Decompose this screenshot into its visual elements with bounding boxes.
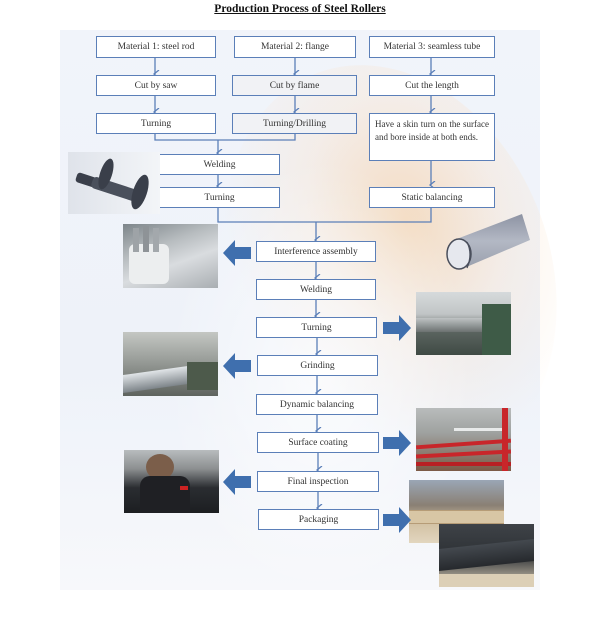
packaging-photo-2 [439,524,534,587]
step-welding-main: Welding [256,279,376,300]
step-cut-by-flame: Cut by flame [232,75,357,96]
step-turning-drilling: Turning/Drilling [232,113,357,134]
big-arrow-left-grinding [223,353,251,379]
interference-assembly-photo [123,224,218,288]
step-surface-coating: Surface coating [257,432,379,453]
step-turning-rod: Turning [96,113,216,134]
step-packaging: Packaging [258,509,379,530]
shaft-icon [75,158,149,210]
grinding-photo [123,332,218,396]
page-title: Production Process of Steel Rollers [214,3,386,15]
tube-render-image [440,210,530,272]
step-material-1: Material 1: steel rod [96,36,216,58]
step-grinding: Grinding [257,355,378,376]
turning-photo [416,292,511,355]
big-arrow-right-turning [383,315,411,341]
final-inspection-photo [124,450,219,513]
big-arrow-left-final-inspection [223,469,251,495]
step-cut-by-saw: Cut by saw [96,75,216,96]
big-arrow-left-interference [223,240,251,266]
step-skin-turn-bore: Have a skin turn on the surface and bore… [369,113,495,161]
step-material-3: Material 3: seamless tube [369,36,495,58]
surface-coating-photo [416,408,511,471]
step-static-balancing: Static balancing [369,187,495,208]
step-welding-shaft: Welding [159,154,280,175]
step-material-2: Material 2: flange [234,36,356,58]
step-turning-shaft: Turning [159,187,280,208]
step-turning-main: Turning [256,317,377,338]
step-final-inspection: Final inspection [257,471,379,492]
step-cut-the-length: Cut the length [369,75,495,96]
shaft-render-image [68,152,160,214]
tube-icon [446,214,530,270]
big-arrow-right-surface-coating [383,430,411,456]
big-arrow-right-packaging [383,507,411,533]
step-interference-assembly: Interference assembly [256,241,376,262]
step-dynamic-balancing: Dynamic balancing [256,394,378,415]
